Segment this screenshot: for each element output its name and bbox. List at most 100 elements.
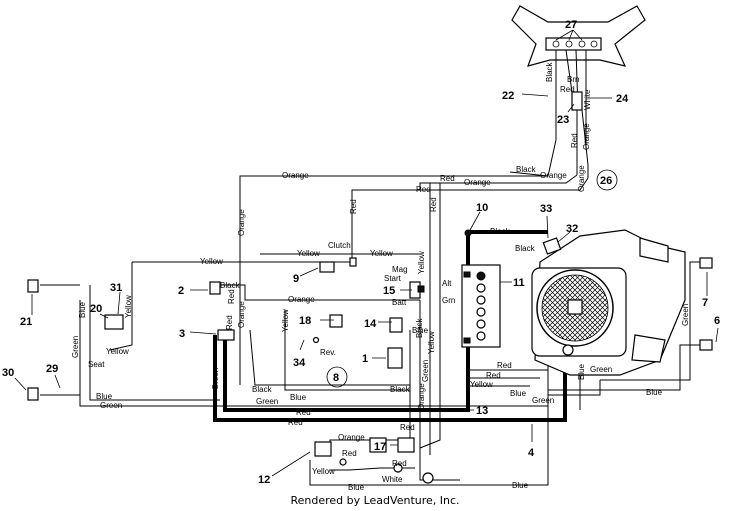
- callout-number: 32: [566, 223, 578, 235]
- callout-number: 33: [540, 203, 552, 215]
- wire-label: Orange: [237, 209, 246, 236]
- wire-label: Red: [416, 185, 431, 194]
- wire-label: Clutch: [328, 241, 351, 250]
- wire-label: Blue: [512, 481, 529, 490]
- wire-labels: Black Brn Red White Red Orange Orange Bl…: [71, 61, 690, 492]
- wire-label: Red: [560, 85, 575, 94]
- wire-label: Red: [349, 199, 358, 214]
- wire-label: Red: [288, 418, 303, 427]
- wire-label: Red: [429, 197, 438, 212]
- callout-number: 13: [476, 405, 488, 417]
- wire-label: Blue: [646, 388, 663, 397]
- wire-label: Red: [440, 174, 455, 183]
- wire-label: Red: [227, 289, 236, 304]
- wire-label: Green: [211, 368, 220, 390]
- wire-label: Mag: [392, 265, 408, 274]
- wire-label: Red: [570, 133, 579, 148]
- wire-label: Black: [415, 317, 424, 338]
- right-harness: [547, 261, 700, 410]
- wire-label: Green: [681, 304, 690, 326]
- callout-number: 26: [600, 175, 612, 187]
- wire-label: Yellow: [106, 347, 129, 356]
- callout-number: 24: [616, 93, 629, 105]
- wire-label: Green: [532, 396, 554, 405]
- callout-number: 29: [46, 363, 58, 375]
- wire-label: Rev.: [320, 348, 336, 357]
- wire-label: White: [382, 475, 403, 484]
- wire-label: White: [583, 89, 592, 110]
- wire-label: Red: [497, 361, 512, 370]
- wire-label: Orange: [582, 123, 591, 150]
- callout-number: 9: [293, 273, 299, 285]
- wire-label: Orange: [288, 295, 315, 304]
- wire-label: Blue: [412, 326, 429, 335]
- wire-label: Seat: [88, 360, 105, 369]
- wire-label: Green: [71, 336, 80, 358]
- wire-label: Orange: [540, 171, 567, 180]
- headlight-harness: [555, 49, 589, 178]
- callout-number: 10: [476, 202, 488, 214]
- wire-label: Orange: [577, 165, 586, 192]
- wire-label: Black: [390, 385, 411, 394]
- footer-credit: Rendered by LeadVenture, Inc.: [290, 494, 460, 507]
- wire-label: Green: [590, 365, 612, 374]
- callout-number: 15: [383, 285, 395, 297]
- wire-label: Red: [400, 423, 415, 432]
- components: [27, 229, 713, 484]
- callout-number: 17: [374, 441, 386, 453]
- wire-label: Black: [252, 385, 273, 394]
- callout-number: 12: [258, 474, 270, 486]
- wire-label: Green: [100, 401, 122, 410]
- wire-label: Yellow: [124, 295, 133, 318]
- wire-label: Yellow: [281, 309, 290, 332]
- wire-label: Orange: [417, 383, 426, 410]
- wire-label: Green: [256, 397, 278, 406]
- callout-number: 30: [2, 367, 14, 379]
- wire-label: Red: [486, 371, 501, 380]
- wire-label: Black: [545, 61, 554, 82]
- wire-label: Brn: [567, 75, 579, 84]
- wire-label: Red: [296, 408, 311, 417]
- callout-number: 14: [364, 318, 377, 330]
- wire-label: Red: [225, 315, 234, 330]
- callout-numbers: 27 22 23 24 26 10 33 32 9 2 15 11 31 20 …: [2, 19, 720, 486]
- wire-label: Orange: [338, 433, 365, 442]
- wire-label: Blue: [290, 393, 307, 402]
- wire-label: Red: [342, 449, 357, 458]
- callout-number: 8: [333, 372, 339, 384]
- callout-number: 22: [502, 90, 514, 102]
- wire-label: Orange: [282, 171, 309, 180]
- wire-label: Yellow: [297, 249, 320, 258]
- wire-label: Batt: [392, 298, 407, 307]
- wire-label: Black: [490, 227, 511, 236]
- wire-label: Yellow: [370, 249, 393, 258]
- wire-label: Green: [421, 360, 430, 382]
- callout-arrows: [14, 29, 719, 477]
- callout-number: 20: [90, 303, 102, 315]
- wire-label: Yellow: [427, 331, 436, 354]
- callout-number: 3: [179, 328, 185, 340]
- engine: [531, 229, 686, 376]
- wire-label: Blue: [510, 389, 527, 398]
- wire-label: Grn: [442, 296, 455, 305]
- wire-label: Black: [515, 244, 536, 253]
- wire-label: Blue: [78, 301, 87, 318]
- callout-number: 7: [702, 297, 708, 309]
- callout-number: 31: [110, 282, 122, 294]
- wire-label: Blue: [348, 483, 365, 492]
- wire-label: Orange: [464, 178, 491, 187]
- wire-label: Yellow: [417, 251, 426, 274]
- wire-label: Start: [384, 274, 402, 283]
- wire-label: Orange: [237, 301, 246, 328]
- wire-label: Yellow: [470, 380, 493, 389]
- wire-label: Yellow: [312, 467, 335, 476]
- wire-label: Black: [516, 165, 537, 174]
- wire-label: Alt: [442, 279, 452, 288]
- callout-number: 11: [513, 277, 525, 289]
- callout-number: 21: [20, 316, 32, 328]
- left-harness: [40, 253, 548, 407]
- wire-label: Yellow: [200, 257, 223, 266]
- callout-number: 2: [178, 285, 184, 297]
- callout-number: 6: [714, 315, 720, 327]
